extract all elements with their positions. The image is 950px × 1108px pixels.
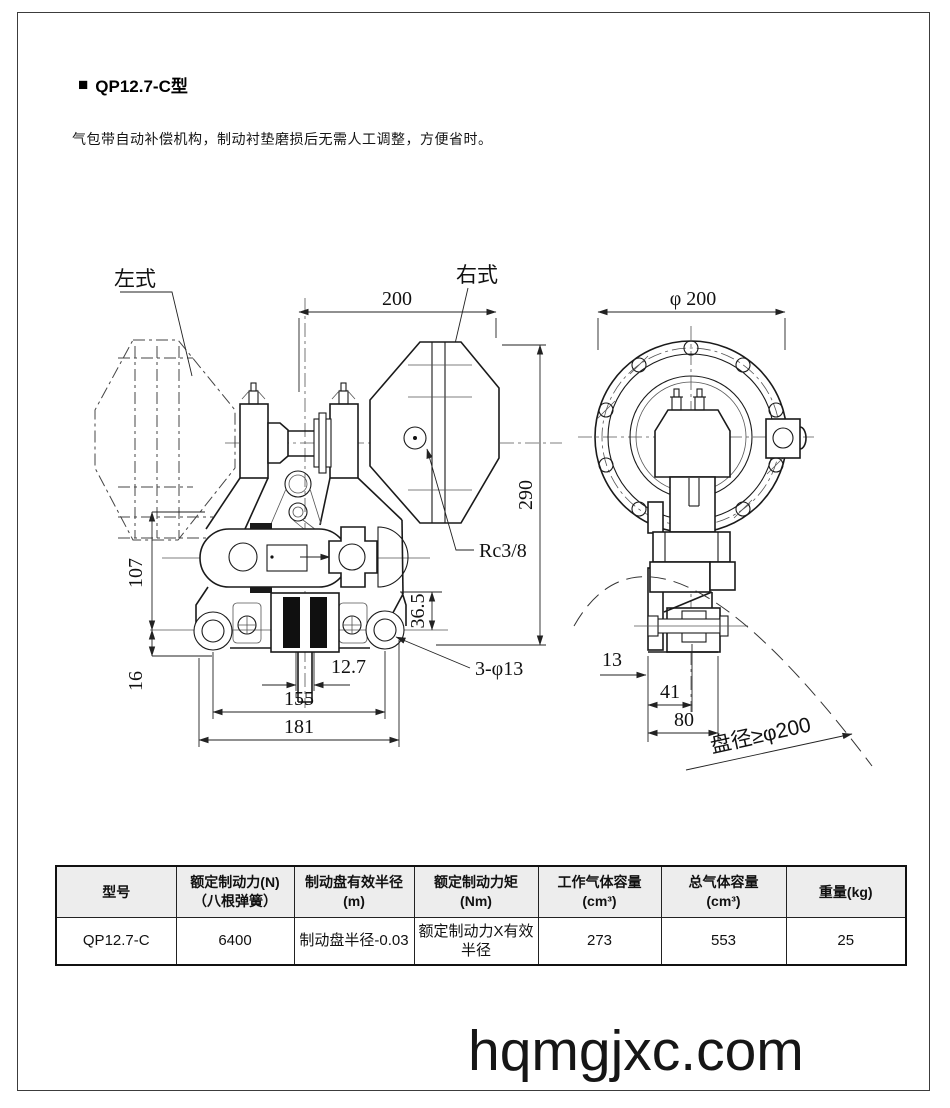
spec-table: 型号 额定制动力(N) （八根弹簧） 制动盘有效半径 (m) 额定制动力矩 (N…	[55, 865, 907, 966]
spec-table-row: QP12.7-C 6400 制动盘半径-0.03 额定制动力X有效半径 273 …	[55, 917, 907, 966]
page-title: QP12.7-C型	[95, 77, 188, 96]
col-header-rated-torque: 额定制动力矩 (Nm)	[413, 865, 539, 918]
col-header-working-volume-label: 工作气体容量	[557, 874, 642, 891]
col-header-rated-torque-label: 额定制动力矩	[434, 874, 518, 891]
col-header-weight-label: 重量(kg)	[818, 883, 873, 900]
page-title-row: ■ QP12.7-C型	[78, 72, 188, 97]
col-header-effective-radius-label: 制动盘有效半径	[305, 874, 403, 891]
spec-table-header-row: 型号 额定制动力(N) （八根弹簧） 制动盘有效半径 (m) 额定制动力矩 (N…	[55, 865, 907, 918]
title-square-marker: ■	[78, 74, 89, 94]
cell-working-volume: 273	[537, 917, 662, 966]
cell-effective-radius: 制动盘半径-0.03	[293, 917, 415, 966]
cell-rated-force: 6400	[175, 917, 295, 966]
col-header-model: 型号	[55, 865, 177, 918]
col-header-rated-force: 额定制动力(N) （八根弹簧）	[175, 865, 295, 918]
col-header-weight: 重量(kg)	[785, 865, 907, 918]
cell-model: QP12.7-C	[55, 917, 177, 966]
col-header-effective-radius: 制动盘有效半径 (m)	[293, 865, 415, 918]
cell-weight: 25	[785, 917, 907, 966]
col-header-model-label: 型号	[102, 883, 131, 900]
col-header-rated-force-label: 额定制动力(N)	[190, 874, 280, 891]
product-description: 气包带自动补偿机构，制动衬垫磨损后无需人工调整，方便省时。	[72, 131, 493, 147]
watermark-text: hqmgjxc.com	[468, 1019, 804, 1083]
cell-rated-torque: 额定制动力X有效半径	[413, 917, 539, 966]
col-header-working-volume: 工作气体容量 (cm³)	[537, 865, 662, 918]
col-header-total-volume-label: 总气体容量	[688, 874, 759, 891]
page-border	[17, 12, 930, 1091]
col-header-total-volume: 总气体容量 (cm³)	[660, 865, 787, 918]
cell-total-volume: 553	[660, 917, 787, 966]
